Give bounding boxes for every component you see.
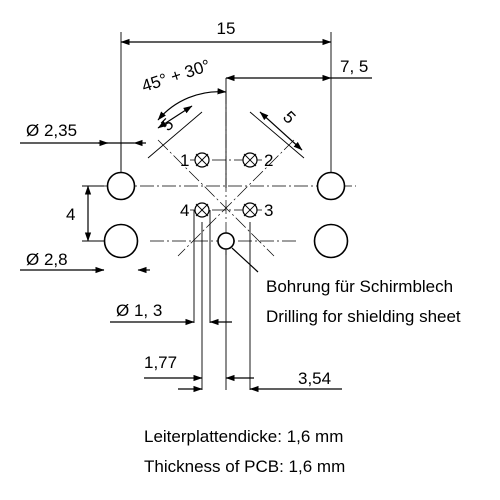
pin-label-3: 3 <box>264 201 273 220</box>
mounting-holes <box>103 171 349 259</box>
shield-hole <box>217 232 235 250</box>
dim-offset-a: 1,77 <box>144 353 177 372</box>
dim-angle: 45° + 30° <box>139 56 212 96</box>
dimension-lines <box>20 38 372 393</box>
pin-holes <box>194 152 258 218</box>
shield-note-german: Bohrung für Schirmblech <box>266 277 453 296</box>
small-mount-hole-right <box>316 171 346 201</box>
dim-small-hole-dia: Ø 2,35 <box>26 121 77 140</box>
pcb-note-german: Leiterplattendicke: 1,6 mm <box>144 427 343 446</box>
dim-offset-b: 3,54 <box>298 369 331 388</box>
shield-note-english: Drilling for shielding sheet <box>266 307 461 326</box>
dim-pin-hole-dia: Ø 1, 3 <box>116 301 162 320</box>
small-mount-hole-left <box>106 171 136 201</box>
dim-vertical-spacing: 4 <box>66 205 75 224</box>
large-mount-hole-right <box>313 223 349 259</box>
dim-width-total: 15 <box>217 19 236 38</box>
large-mount-hole-left <box>103 223 139 259</box>
dim-pitch-right: 5 <box>279 107 299 127</box>
pin-label-1: 1 <box>180 151 189 170</box>
dim-large-hole-dia: Ø 2,8 <box>26 250 68 269</box>
pin-label-2: 2 <box>264 151 273 170</box>
dim-half-width: 7, 5 <box>340 57 368 76</box>
pin-label-4: 4 <box>180 201 189 220</box>
pcb-note-english: Thickness of PCB: 1,6 mm <box>144 457 345 476</box>
